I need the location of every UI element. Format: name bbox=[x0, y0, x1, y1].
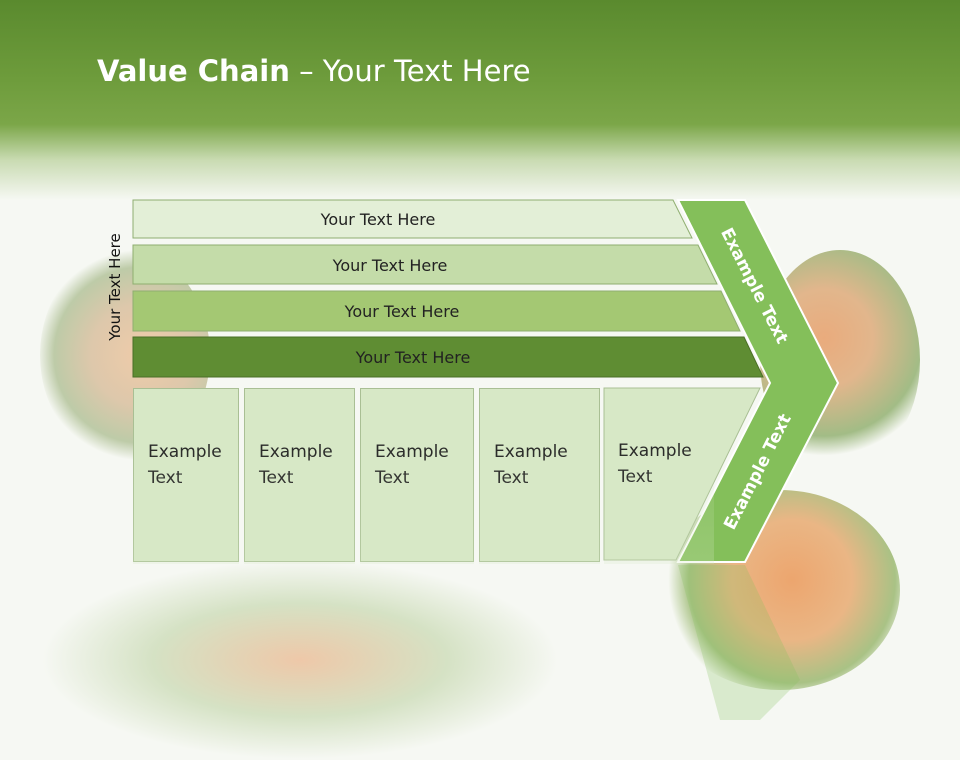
example-box-5: Example Text bbox=[604, 388, 714, 562]
slide-title-bold: Value Chain bbox=[97, 54, 290, 88]
bar-1-label: Your Text Here bbox=[320, 209, 436, 229]
example-box-2: Example Text bbox=[244, 388, 355, 562]
bar-shape-4 bbox=[132, 336, 764, 378]
bar-2-label: Your Text Here bbox=[332, 255, 448, 275]
bar-1: Your Text Here bbox=[133, 200, 693, 238]
slide-title-rest: – Your Text Here bbox=[289, 54, 531, 88]
chevron-arrow-reflection bbox=[678, 565, 800, 720]
example-box-3-reflection bbox=[360, 424, 474, 564]
example-box-4: Example Text bbox=[479, 388, 600, 562]
value-chain-diagram bbox=[132, 199, 840, 720]
header-banner bbox=[0, 0, 960, 200]
bar-3-label: Your Text Here bbox=[344, 301, 460, 321]
slide-title: Value Chain – Your Text Here bbox=[97, 54, 531, 88]
bar-4: Your Text Here bbox=[133, 338, 763, 376]
example-box-1-reflection bbox=[133, 424, 239, 564]
last-box-shape bbox=[603, 387, 761, 561]
bar-3: Your Text Here bbox=[133, 292, 741, 330]
example-box-4-label: Example Text bbox=[494, 442, 568, 488]
bar-2: Your Text Here bbox=[133, 246, 717, 284]
chevron-arrow bbox=[676, 199, 840, 563]
bar-shape-2 bbox=[132, 244, 718, 285]
example-box-3-label: Example Text bbox=[375, 442, 449, 488]
example-box-5-reflection bbox=[604, 424, 714, 564]
bar-shape-3 bbox=[132, 290, 741, 332]
bar-4-label: Your Text Here bbox=[355, 347, 471, 367]
example-box-1-label: Example Text bbox=[148, 442, 222, 488]
example-box-2-reflection bbox=[244, 424, 355, 564]
example-box-3: Example Text bbox=[360, 388, 474, 562]
example-box-5-label: Example Text bbox=[618, 441, 692, 487]
example-box-2-label: Example Text bbox=[259, 442, 333, 488]
bar-shape-1 bbox=[132, 199, 693, 239]
example-box-4-reflection bbox=[479, 424, 600, 564]
example-box-1: Example Text bbox=[133, 388, 239, 562]
